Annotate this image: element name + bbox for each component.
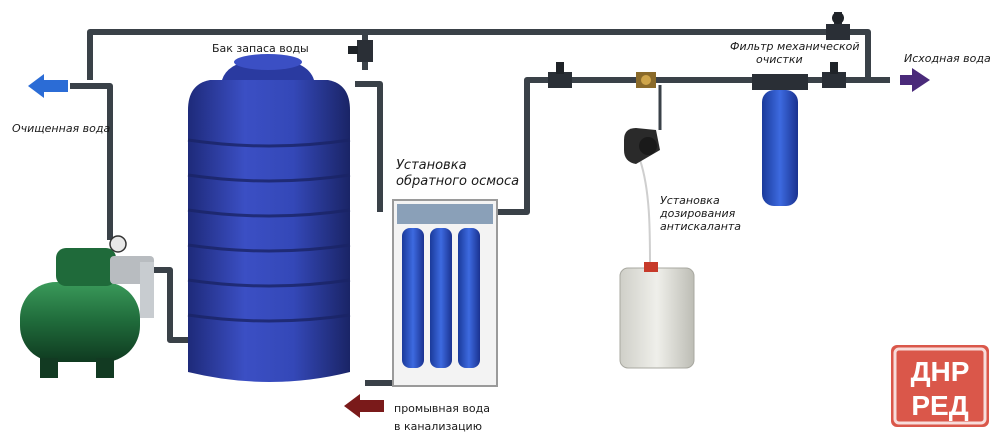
pipe-top-main: [87, 29, 871, 80]
label-ro-1: Установка: [396, 158, 467, 173]
logo-line2: РЕД: [911, 390, 968, 421]
label-drain-1: промывная вода: [394, 402, 490, 415]
dosing-tube: [639, 159, 651, 266]
label-dosing-2: дозирования: [660, 207, 736, 220]
dosing-pump: [624, 128, 660, 164]
pipe-purified-out: [70, 83, 113, 240]
valve-top-right[interactable]: [826, 12, 850, 40]
ro-unit: [392, 199, 498, 387]
pump-station: [20, 235, 154, 378]
pipe-ro-to-tank: [355, 81, 383, 212]
arrow-purified-out: [28, 74, 68, 98]
storage-tank: [187, 54, 351, 382]
arrow-drain: [344, 394, 384, 418]
label-purified-water: Очищенная вода: [12, 122, 111, 135]
mechanical-filter: [752, 74, 808, 206]
label-tank: Бак запаса воды: [212, 42, 309, 55]
pipes: [70, 29, 890, 386]
valve-source-1[interactable]: [548, 62, 572, 88]
flow-meter: [636, 72, 656, 88]
valve-source-2[interactable]: [822, 62, 846, 88]
label-mech-filter-2: очистки: [756, 53, 803, 66]
label-mech-filter-1: Фильтр механической: [730, 40, 860, 53]
label-dosing-1: Установка: [660, 194, 720, 207]
label-ro-2: обратного осмоса: [396, 174, 520, 189]
logo-line1: ДНР: [911, 356, 970, 387]
antiscalant-canister: [619, 262, 695, 369]
pipe-source-in: [498, 77, 890, 215]
label-source-water: Исходная вода: [904, 52, 991, 65]
dnr-red-logo: ДНР РЕД: [891, 345, 989, 427]
valve-tank-inlet[interactable]: [348, 40, 373, 62]
arrow-source-in: [900, 68, 930, 92]
label-drain-2: в канализацию: [394, 420, 482, 433]
pipe-tank-to-pump: [150, 267, 190, 343]
label-dosing-3: антискаланта: [660, 220, 742, 233]
